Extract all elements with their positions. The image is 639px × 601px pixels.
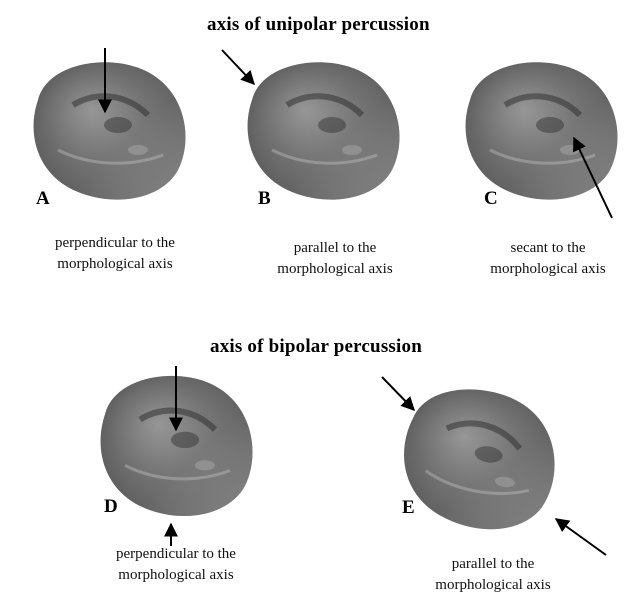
pebble-icon-b — [248, 62, 400, 199]
label-a: A — [36, 188, 50, 210]
caption-d: perpendicular to the morphological axis — [83, 544, 269, 586]
label-c: C — [484, 188, 498, 210]
arrow-icon-b — [222, 50, 254, 84]
caption-e: parallel to the morphological axis — [408, 554, 578, 596]
arrow-icon-e-top — [382, 377, 414, 410]
arrow-icon-e-bottom — [556, 519, 606, 555]
pebble-icon-e — [395, 381, 565, 538]
pebble-icon-a — [34, 62, 186, 199]
caption-b: parallel to the morphological axis — [250, 238, 420, 280]
caption-a: perpendicular to the morphological axis — [22, 233, 208, 275]
unipolar-title: axis of unipolar percussion — [207, 14, 430, 36]
label-e: E — [402, 497, 415, 519]
label-b: B — [258, 188, 271, 210]
bipolar-title: axis of bipolar percussion — [210, 336, 422, 358]
label-d: D — [104, 496, 118, 518]
caption-c: secant to the morphological axis — [463, 238, 633, 280]
pebble-icon-c — [466, 62, 618, 199]
